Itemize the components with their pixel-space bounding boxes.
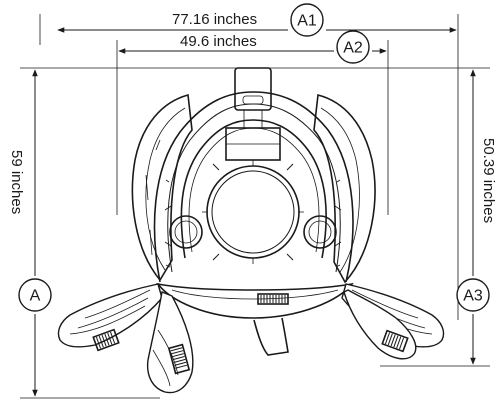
left-leg-grille-b — [167, 343, 191, 375]
badge-a — [18, 278, 52, 312]
right-side-pod — [313, 93, 376, 284]
right-leg-grille — [381, 329, 409, 353]
dimension-a: 59 inches A — [8, 69, 52, 397]
left-leg-outer — [57, 283, 163, 348]
badge-a2 — [336, 30, 370, 64]
dimension-a-label: 59 inches — [8, 150, 25, 214]
badge-a3-label: A3 — [463, 288, 483, 305]
machine-top-view — [57, 67, 445, 394]
dimension-a1: 77.16 inches A1 — [57, 3, 457, 37]
front-grille — [257, 293, 289, 305]
central-bore — [206, 165, 300, 259]
badge-a2-label: A2 — [343, 40, 363, 57]
dimension-a3-label: 50.39 inches — [480, 138, 497, 223]
badge-a-label: A — [30, 288, 41, 305]
left-leg-grille-a — [92, 328, 120, 352]
dimension-a2: 49.6 inches A2 — [118, 30, 387, 64]
dimension-a1-label: 77.16 inches — [172, 11, 257, 28]
badge-a1-label: A1 — [297, 13, 317, 30]
left-port — [169, 215, 203, 249]
dimension-a2-label: 49.6 inches — [180, 33, 257, 50]
lower-body — [156, 282, 354, 319]
right-port — [303, 215, 337, 249]
left-leg-inner — [146, 291, 194, 394]
left-side-pod — [131, 93, 193, 282]
badge-a1 — [290, 3, 324, 37]
main-dome — [153, 91, 354, 283]
right-leg-inner — [343, 289, 417, 360]
dimension-a3: 50.39 inches A3 — [456, 69, 497, 365]
badge-a3 — [456, 278, 490, 312]
